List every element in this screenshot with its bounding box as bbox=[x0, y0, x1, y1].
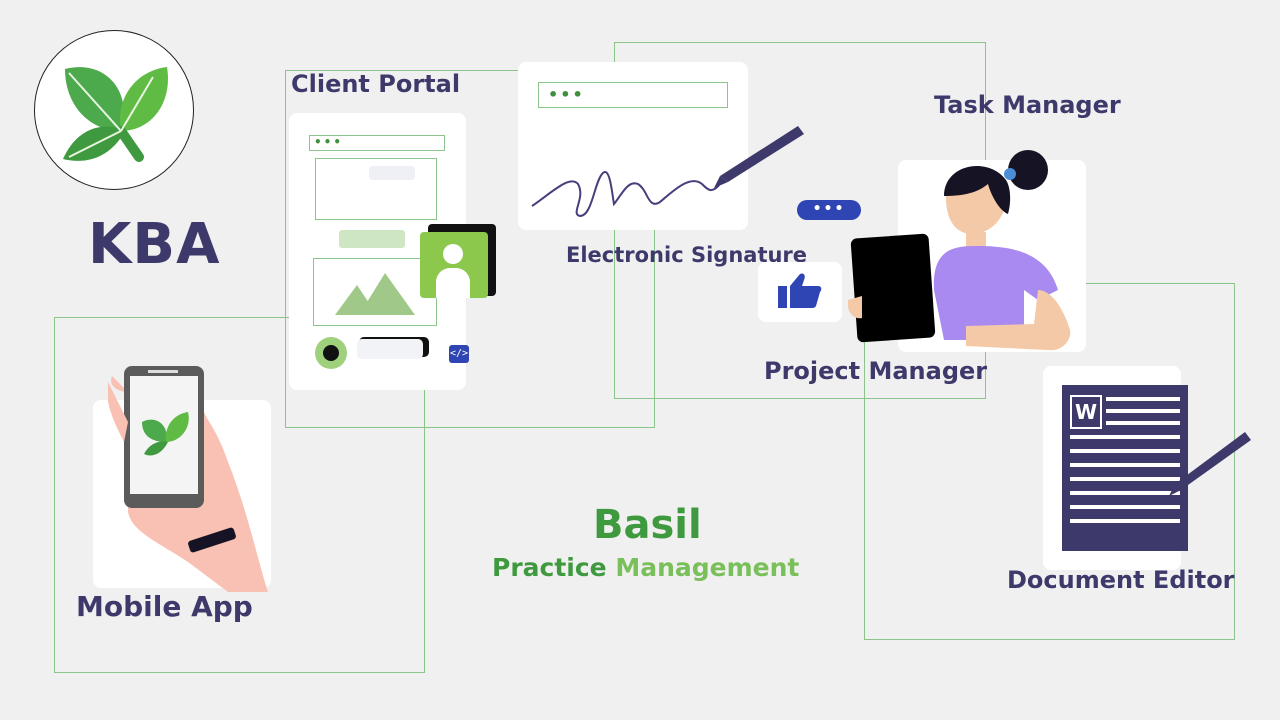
leaf-logo-icon bbox=[63, 67, 168, 162]
product-subtitle-practice: Practice bbox=[492, 553, 607, 582]
client-portal-card: ••• </> bbox=[289, 113, 469, 390]
portal-input bbox=[357, 337, 429, 359]
signature-card: ••• bbox=[518, 62, 748, 230]
code-icon: </> bbox=[449, 345, 469, 363]
frame-mobile-app bbox=[54, 317, 425, 673]
chat-dots-icon: ••• bbox=[797, 200, 861, 220]
client-portal-label: Client Portal bbox=[291, 70, 461, 98]
task-manager-label: Task Manager bbox=[934, 91, 1121, 119]
phone-in-hand-illustration bbox=[108, 366, 268, 592]
document-pen-icon bbox=[1169, 432, 1251, 496]
mobile-app-label: Mobile App bbox=[76, 590, 253, 623]
product-subtitle-management: Management bbox=[615, 553, 800, 582]
signature-pen-icon bbox=[714, 126, 804, 188]
kba-logo bbox=[34, 30, 194, 190]
portal-url-bar bbox=[309, 135, 445, 151]
portal-green-bar bbox=[339, 230, 405, 248]
portal-radio bbox=[315, 337, 347, 369]
brand-name: KBA bbox=[88, 212, 221, 277]
document-editor-label: Document Editor bbox=[1007, 566, 1235, 594]
signature-dots: ••• bbox=[548, 85, 585, 104]
product-subtitle: Practice Management bbox=[492, 553, 799, 582]
frame-client-portal bbox=[285, 70, 655, 428]
document-icon: W bbox=[1062, 385, 1188, 551]
mountain-image-icon bbox=[335, 273, 415, 315]
portal-panel-pill bbox=[369, 166, 415, 180]
thumbs-up-icon bbox=[778, 273, 822, 308]
signature-field bbox=[538, 82, 728, 108]
thumbs-up-card bbox=[758, 262, 842, 322]
person-with-tablet-illustration bbox=[848, 150, 1071, 351]
portal-dots: ••• bbox=[314, 135, 344, 149]
product-title: Basil bbox=[593, 502, 702, 548]
project-manager-label: Project Manager bbox=[764, 357, 988, 385]
user-card-icon bbox=[420, 224, 496, 298]
portal-panel bbox=[315, 158, 437, 220]
signature-stroke bbox=[531, 171, 721, 218]
